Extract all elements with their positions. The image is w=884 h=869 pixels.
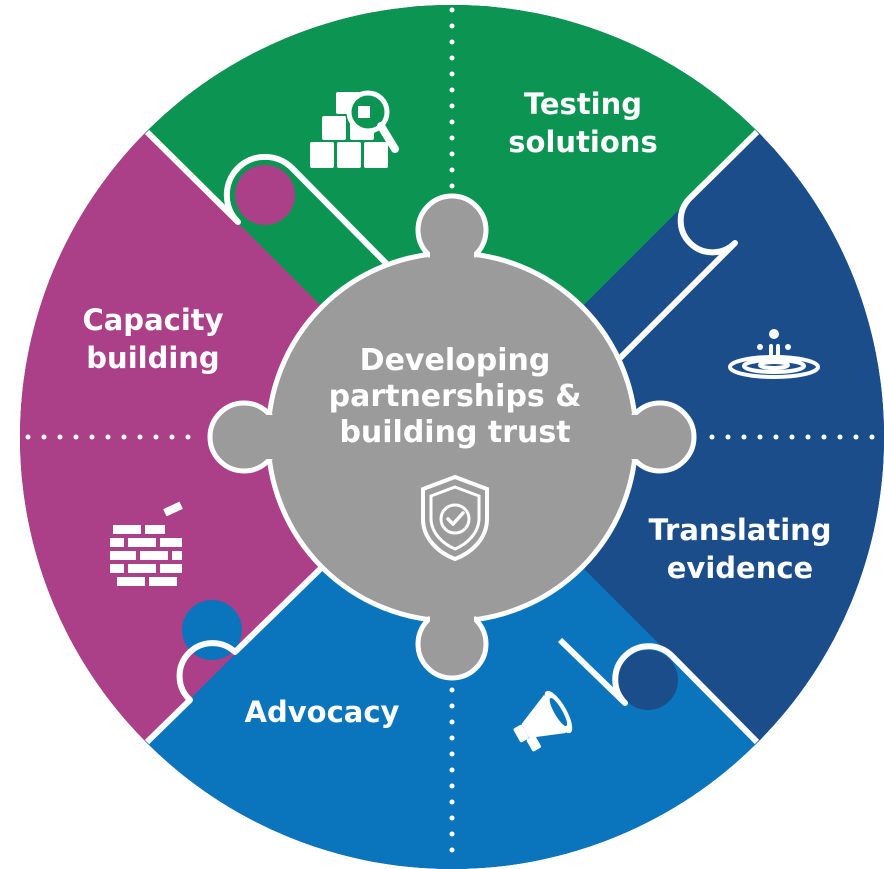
translating-evidence-line-2: evidence	[667, 551, 813, 585]
tab-bottom-right	[618, 650, 678, 710]
seam-bottom-right	[557, 637, 760, 745]
testing-solutions-line-2: solutions	[508, 125, 657, 159]
boxes-magnifier-icon	[310, 90, 399, 168]
tab-top-right	[682, 188, 742, 248]
center-title-line-1: Developing	[360, 343, 551, 378]
testing-solutions-line-1: Testing	[524, 87, 642, 121]
seam-bottom-left	[144, 537, 353, 745]
seam-top-left	[144, 129, 455, 333]
center-title-line-3: building trust	[339, 415, 570, 450]
capacity-building-line-1: Capacity	[82, 303, 223, 337]
tab-top-left	[235, 165, 295, 225]
brick-wall-icon	[110, 501, 183, 586]
seam-top-right	[557, 129, 760, 421]
center-title-line-2: partnerships &	[329, 379, 582, 414]
advocacy-line-1: Advocacy	[245, 695, 400, 729]
capacity-building-line-2: building	[86, 341, 219, 375]
center-piece	[207, 193, 697, 681]
shield-check-icon	[421, 474, 489, 562]
translating-evidence-line-1: Translating	[648, 513, 831, 547]
megaphone-icon	[513, 690, 573, 752]
water-ripple-icon	[728, 329, 820, 379]
